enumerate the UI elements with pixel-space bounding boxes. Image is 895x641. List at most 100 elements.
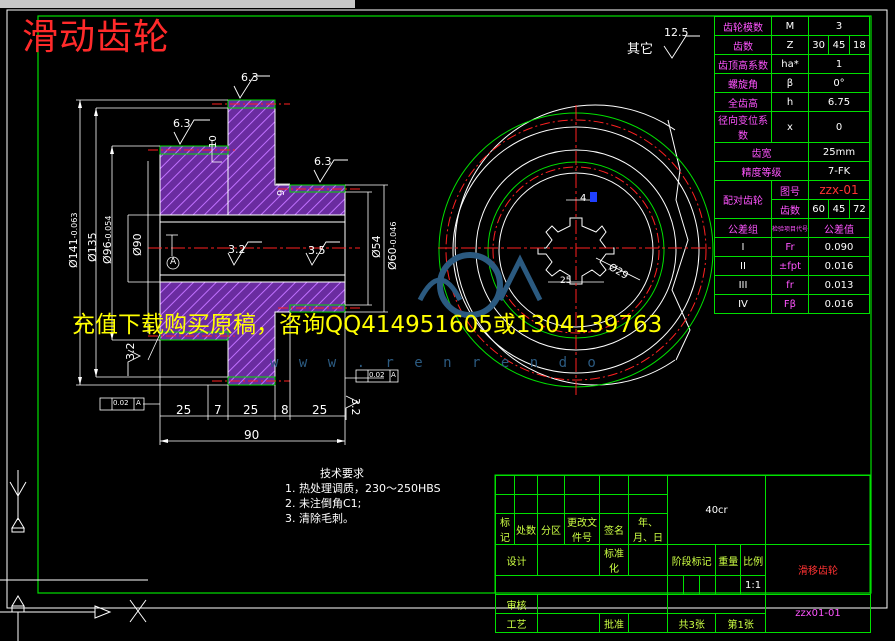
- tolerance-datum: A: [136, 399, 141, 407]
- dim-d90: Ø90: [131, 233, 144, 256]
- param-label: 齿数: [714, 35, 772, 55]
- tb-row-process: 工艺: [495, 613, 538, 633]
- tb-header: 标记: [495, 513, 515, 545]
- param-symbol: ha*: [771, 54, 809, 74]
- tb-weight: 重量: [715, 544, 742, 576]
- param-symbol: β: [771, 73, 809, 93]
- param-label: IV: [714, 294, 772, 314]
- roughness-label: 6.3: [173, 117, 191, 130]
- tech-item: 2. 未注倒角C1;: [285, 497, 362, 510]
- watermark-text: 充值下载购买原稿，咨询QQ414951605或1304139763: [72, 312, 663, 338]
- param-symbol: ±fpt: [771, 256, 809, 276]
- front-view: [438, 104, 715, 395]
- datum-label: A: [170, 257, 177, 267]
- section-view: [76, 35, 700, 445]
- tb-header: 分区: [537, 513, 565, 545]
- tb-sheets-total: 共3张: [666, 613, 717, 633]
- param-label: III: [714, 275, 772, 295]
- param-label: II: [714, 256, 772, 276]
- roughness-label: 3.2: [349, 398, 362, 416]
- param-symbol: Z: [771, 35, 809, 55]
- tech-item: 1. 热处理调质，230～250HBS: [285, 482, 441, 495]
- param-value: 60: [807, 199, 830, 219]
- param-value: 3: [808, 16, 870, 36]
- param-value: 0.013: [808, 275, 870, 295]
- param-value: zzx-01: [808, 180, 870, 200]
- tb-stage: 阶段标记: [666, 544, 717, 576]
- param-value: 7-FK: [808, 161, 870, 181]
- tb-row-approve: 批准: [599, 613, 629, 633]
- drawing-number: zzx01-01: [765, 594, 871, 633]
- dim-len: 8: [281, 403, 289, 417]
- dim-d96: Ø96-0.054: [101, 215, 114, 264]
- param-value: 72: [848, 199, 871, 219]
- tb-header: 签名: [599, 513, 629, 545]
- tb-scale-label: 比例: [740, 544, 766, 576]
- roughness-label: 6.3: [241, 71, 259, 84]
- param-value: 45: [828, 199, 850, 219]
- tb-sheet-no: 第1张: [715, 613, 766, 633]
- dim-d135: Ø135: [86, 232, 99, 262]
- tb-header: 年、月、日: [628, 513, 668, 545]
- roughness-label: 3.2: [124, 342, 137, 361]
- drawing-title: 滑动齿轮: [22, 17, 171, 58]
- watermark-logo: [417, 252, 543, 318]
- param-label: 公差组: [714, 218, 772, 238]
- tb-header: 处数: [514, 513, 538, 545]
- tb-row-standard: 标准化: [599, 544, 629, 576]
- tb-row-review: 审核: [495, 594, 538, 614]
- param-value: 6.75: [808, 92, 870, 112]
- dim-d60: Ø60-0.046: [386, 221, 399, 270]
- watermark-url: w w w . r e n r e n d o: [270, 355, 602, 371]
- title-block: 40cr 标记 处数 分区 更改文件号 签名 年、月、日 设计 标准化 阶段标记…: [495, 475, 871, 633]
- tb-header: 更改文件号: [564, 513, 600, 545]
- tb-scale: 1:1: [740, 575, 766, 595]
- dim-len: 25: [176, 403, 192, 417]
- param-label: 径向变位系数: [714, 111, 772, 143]
- param-symbol: 图号: [771, 180, 809, 200]
- tolerance-value: 0.02: [369, 371, 385, 379]
- param-label: 齿轮模数: [714, 16, 772, 36]
- key-dim: 25: [560, 276, 572, 286]
- roughness-label: 3.2: [228, 243, 246, 256]
- top-scrollbar[interactable]: [0, 0, 355, 8]
- param-value: 0.016: [808, 294, 870, 314]
- dim-len: 7: [214, 403, 222, 417]
- param-label: 精度等级: [714, 161, 809, 181]
- param-symbol: 检验项目代号: [771, 218, 809, 238]
- dim-d54: Ø54: [370, 235, 383, 258]
- material: 40cr: [667, 475, 766, 545]
- key-width: 4: [580, 193, 587, 204]
- param-symbol: x: [771, 111, 809, 143]
- param-value: 0.090: [808, 237, 870, 257]
- roughness-label: 6.3: [314, 155, 332, 168]
- dim-len: 25: [243, 403, 259, 417]
- dim-len: 25: [312, 403, 328, 417]
- param-label: 齿宽: [714, 142, 809, 162]
- param-label: 全齿高: [714, 92, 772, 112]
- tech-requirements: 技术要求 1. 热处理调质，230～250HBS 2. 未注倒角C1; 3. 清…: [285, 466, 441, 526]
- surface-note: 其它: [627, 42, 654, 57]
- param-symbol: M: [771, 16, 809, 36]
- param-value: 45: [828, 35, 850, 55]
- tech-item: 3. 清除毛刺。: [285, 512, 354, 525]
- tolerance-value: 0.02: [113, 399, 129, 407]
- param-symbol: fr: [771, 275, 809, 295]
- param-value: 30: [807, 35, 830, 55]
- gap-dim: 9: [276, 189, 287, 196]
- param-label: 齿顶高系数: [714, 54, 772, 74]
- part-name: 滑移齿轮: [765, 544, 871, 595]
- param-label: I: [714, 237, 772, 257]
- param-value: 公差值: [808, 218, 870, 238]
- param-symbol: Fβ: [771, 294, 809, 314]
- param-symbol: Fr: [771, 237, 809, 257]
- param-value: 18: [848, 35, 871, 55]
- param-value: 0°: [808, 73, 870, 93]
- dim-d141: Ø141-0.063: [67, 212, 80, 268]
- param-label: 螺旋角: [714, 73, 772, 93]
- param-symbol: h: [771, 92, 809, 112]
- param-value: 0: [808, 111, 870, 143]
- param-symbol: 齿数: [771, 199, 809, 219]
- param-value: 0.016: [808, 256, 870, 276]
